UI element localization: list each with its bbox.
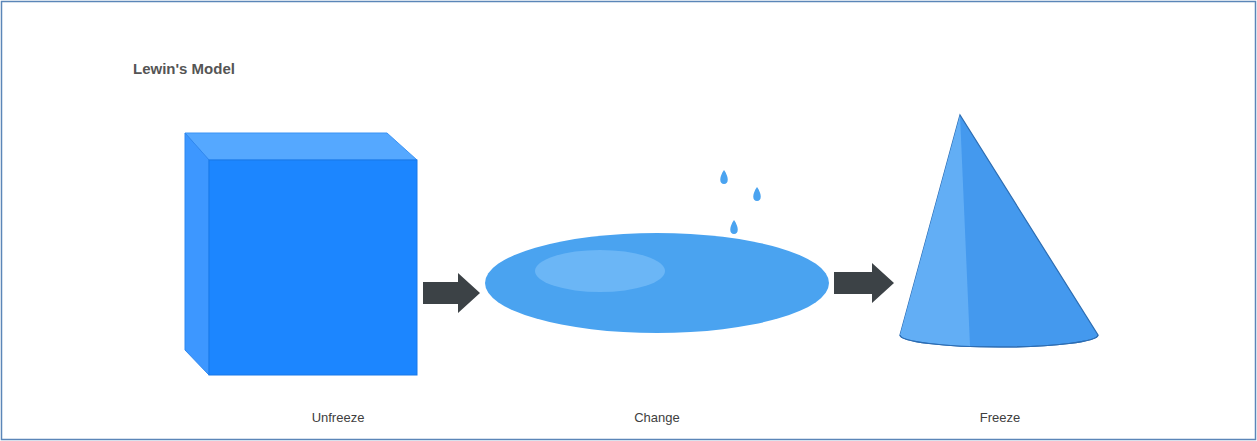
diagram-title: Lewin's Model xyxy=(133,60,235,78)
cube-shape: Unfreeze xyxy=(183,128,419,432)
stage-label: Freeze xyxy=(980,410,1020,426)
cube-top-face xyxy=(185,133,417,160)
cone-base-outline xyxy=(900,335,1098,347)
water-puddle: Change xyxy=(484,165,830,432)
cube-left-face xyxy=(185,133,209,375)
stage-label: Unfreeze xyxy=(312,410,365,426)
puddle-ellipse xyxy=(485,233,829,333)
water-droplet xyxy=(720,170,728,184)
puddle-highlight xyxy=(535,250,665,292)
cone-shape: Freeze xyxy=(898,112,1100,432)
block-arrow xyxy=(423,273,480,313)
cone-shape-outline xyxy=(898,112,1100,432)
cube-shape-outline xyxy=(183,128,419,432)
water-droplet xyxy=(730,220,738,234)
water-droplet xyxy=(753,187,761,201)
water-puddle-outline xyxy=(484,165,830,432)
block-arrow xyxy=(834,263,894,303)
cone-body xyxy=(900,115,1098,347)
stage-label: Change xyxy=(634,410,680,426)
cone-light-side xyxy=(900,115,970,346)
cube-front-face xyxy=(209,160,417,375)
